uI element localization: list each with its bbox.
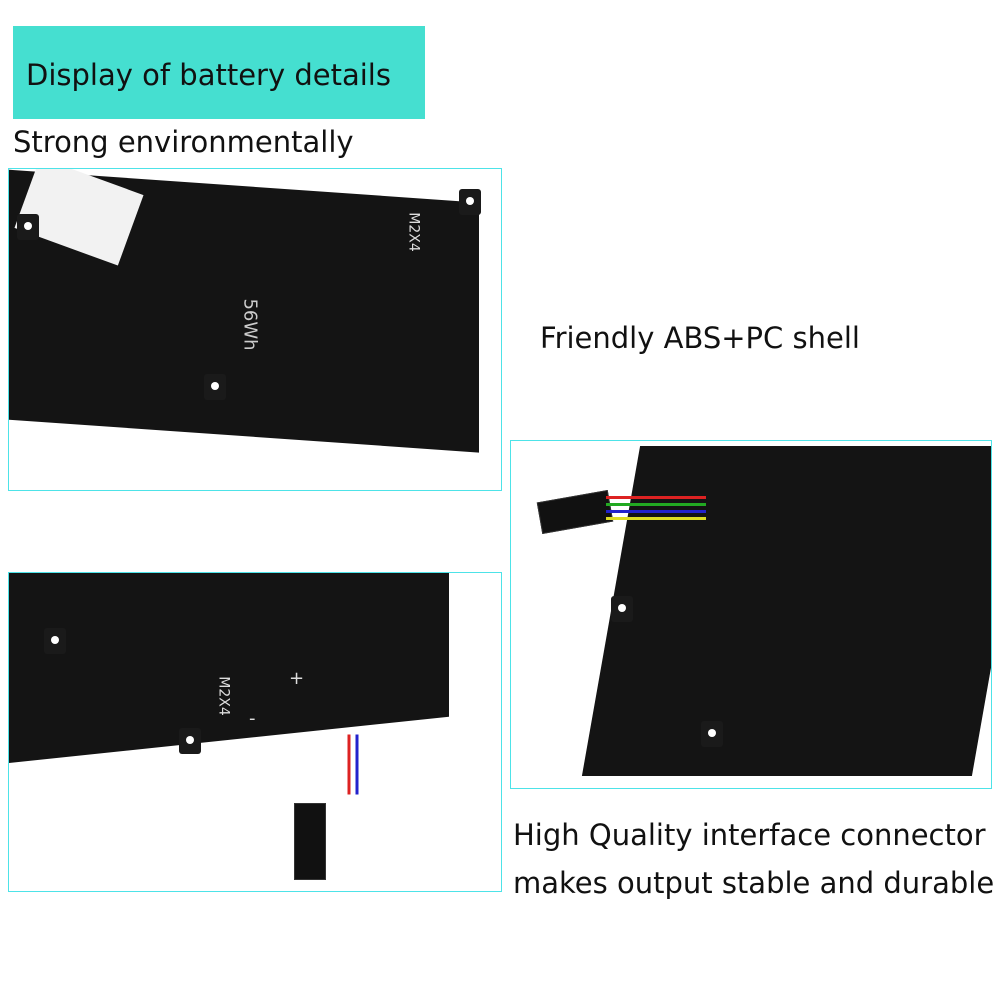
battery-body [9, 573, 449, 763]
capacity-label: 56Wh [239, 298, 261, 351]
connector-plug [294, 803, 326, 880]
wire [606, 510, 706, 513]
mounting-tab [459, 189, 481, 215]
wire [347, 734, 351, 795]
screw-label: M2X4 [405, 212, 422, 252]
mounting-tab [611, 596, 633, 622]
wire [606, 517, 706, 520]
battery-side-photo: M2X4 + - [8, 572, 502, 892]
plus-terminal-label: + [289, 668, 305, 689]
mounting-tab [204, 374, 226, 400]
caption-connector-line1: High Quality interface connector [513, 818, 986, 852]
caption-connector-line2: makes output stable and durable [513, 866, 995, 900]
screw-label: M2X4 [215, 676, 232, 716]
connector-plug [536, 489, 614, 535]
title-banner: Display of battery details [13, 26, 425, 119]
mounting-tab [179, 728, 201, 754]
caption-strong: Strong environmentally [13, 125, 354, 159]
caption-shell: Friendly ABS+PC shell [540, 321, 860, 355]
mounting-tab [17, 214, 39, 240]
minus-terminal-label: - [249, 708, 256, 729]
wire [606, 503, 706, 506]
wire [606, 496, 706, 499]
mounting-tab [44, 628, 66, 654]
battery-label-photo: 56Wh M2X4 [8, 168, 502, 491]
wire [355, 734, 359, 795]
battery-connector-photo [510, 440, 992, 789]
mounting-tab [701, 721, 723, 747]
banner-title: Display of battery details [26, 58, 391, 92]
